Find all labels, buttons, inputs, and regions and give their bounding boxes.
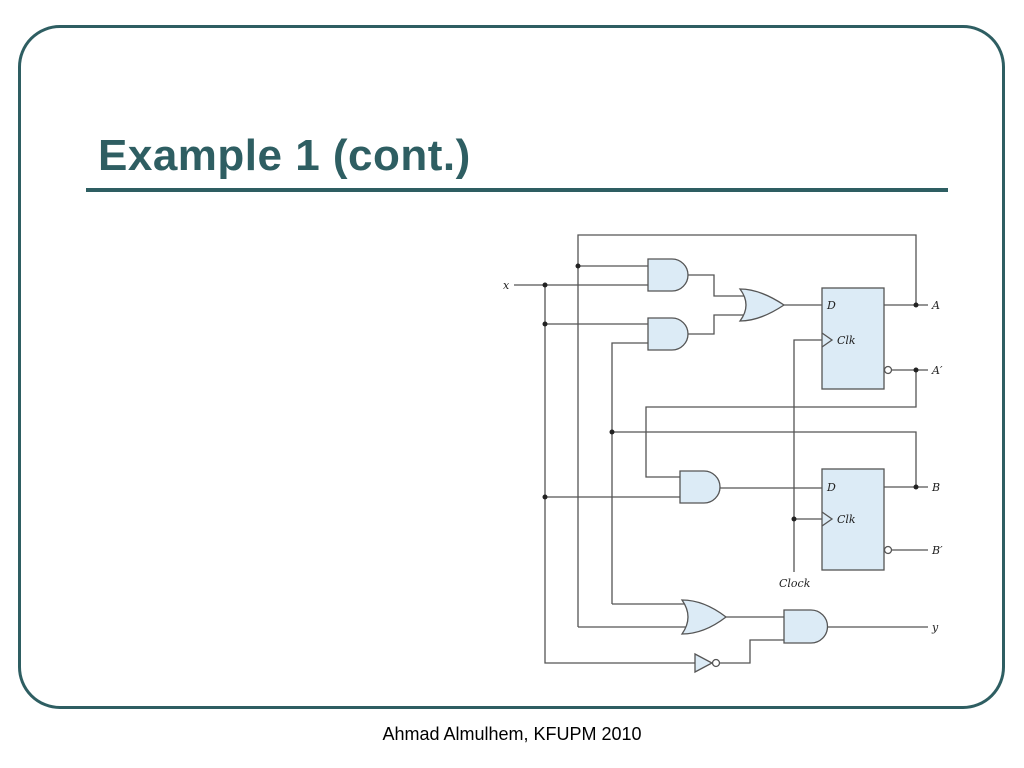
or-gate-2 [680,599,728,635]
output-a-not-label: A′ [931,364,943,377]
junction-dots [542,263,919,522]
slide-footer: Ahmad Almulhem, KFUPM 2010 [382,724,642,744]
output-a-label: A [931,299,940,312]
slide-title: Example 1 (cont.) [98,131,471,180]
output-b-not-label: B′ [931,544,943,557]
output-y-label: y [931,621,939,634]
flipflop-a-clk-label: Clk [837,334,856,347]
or-gate-1 [738,288,786,322]
slide-frame [18,25,1005,709]
flipflop-a: D Clk [821,287,893,390]
and-gate-1 [647,258,689,292]
flipflop-b-clk-label: Clk [837,513,856,526]
flipflop-a-d-label: D [826,299,836,312]
circuit-wires [514,234,928,664]
and-gate-3 [679,470,721,504]
inverter-gate [694,652,721,674]
input-x-label: x [503,279,510,292]
and-gate-2 [647,317,689,351]
clock-label: Clock [779,577,811,590]
flipflop-b-d-label: D [826,481,836,494]
output-b-label: B [931,481,940,494]
flipflop-b: D Clk [821,468,893,571]
and-gate-y [783,609,829,644]
title-rule [86,188,948,192]
